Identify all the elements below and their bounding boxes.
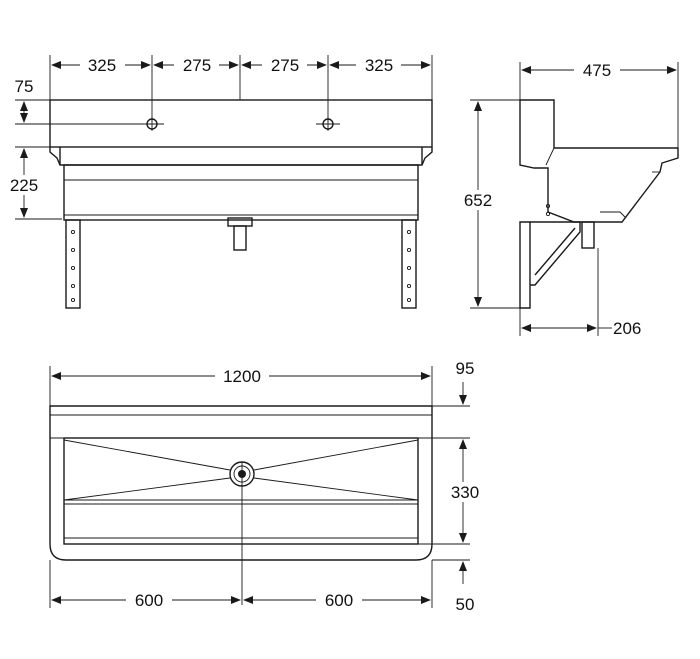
side-bracket-dimension: 206	[519, 248, 641, 338]
dim-652: 652	[464, 191, 492, 210]
dim-75: 75	[15, 77, 34, 96]
dim-95: 95	[456, 359, 475, 378]
dim-325-left: 325	[88, 56, 116, 75]
tap-hole-right-icon	[316, 117, 340, 131]
drain-outlet-icon	[227, 217, 253, 251]
front-view: 325 275 275 325 75 225	[5, 55, 433, 309]
top-bottom-dimensions: 600 600	[49, 560, 433, 610]
top-view: 1200 95	[49, 359, 488, 614]
front-top-dimension-chain: 325 275 275 325	[49, 55, 433, 122]
dim-1200: 1200	[223, 367, 261, 386]
dim-275-right: 275	[271, 56, 299, 75]
leg-right	[401, 219, 417, 309]
dim-206: 206	[613, 319, 641, 338]
leg-left	[65, 219, 81, 309]
dim-275-left: 275	[183, 56, 211, 75]
dim-600-right: 600	[325, 591, 353, 610]
front-sink-body	[49, 99, 433, 309]
dim-225: 225	[10, 176, 38, 195]
top-right-dimensions: 95 330 50	[418, 359, 488, 614]
side-top-dimension: 475	[519, 60, 679, 150]
top-width-dimension: 1200	[49, 366, 433, 406]
top-sink-outline	[49, 405, 433, 605]
dim-600-left: 600	[135, 591, 163, 610]
front-left-dimensions: 75 225	[5, 77, 140, 220]
side-height-dimension: 652	[458, 99, 520, 309]
side-sink-profile	[519, 99, 679, 309]
side-view: 475 652 206	[458, 60, 679, 338]
dim-325-right: 325	[365, 56, 393, 75]
tap-hole-left-icon	[140, 117, 164, 131]
dim-50: 50	[456, 595, 475, 614]
dim-330: 330	[451, 483, 479, 502]
dim-475: 475	[583, 61, 611, 80]
